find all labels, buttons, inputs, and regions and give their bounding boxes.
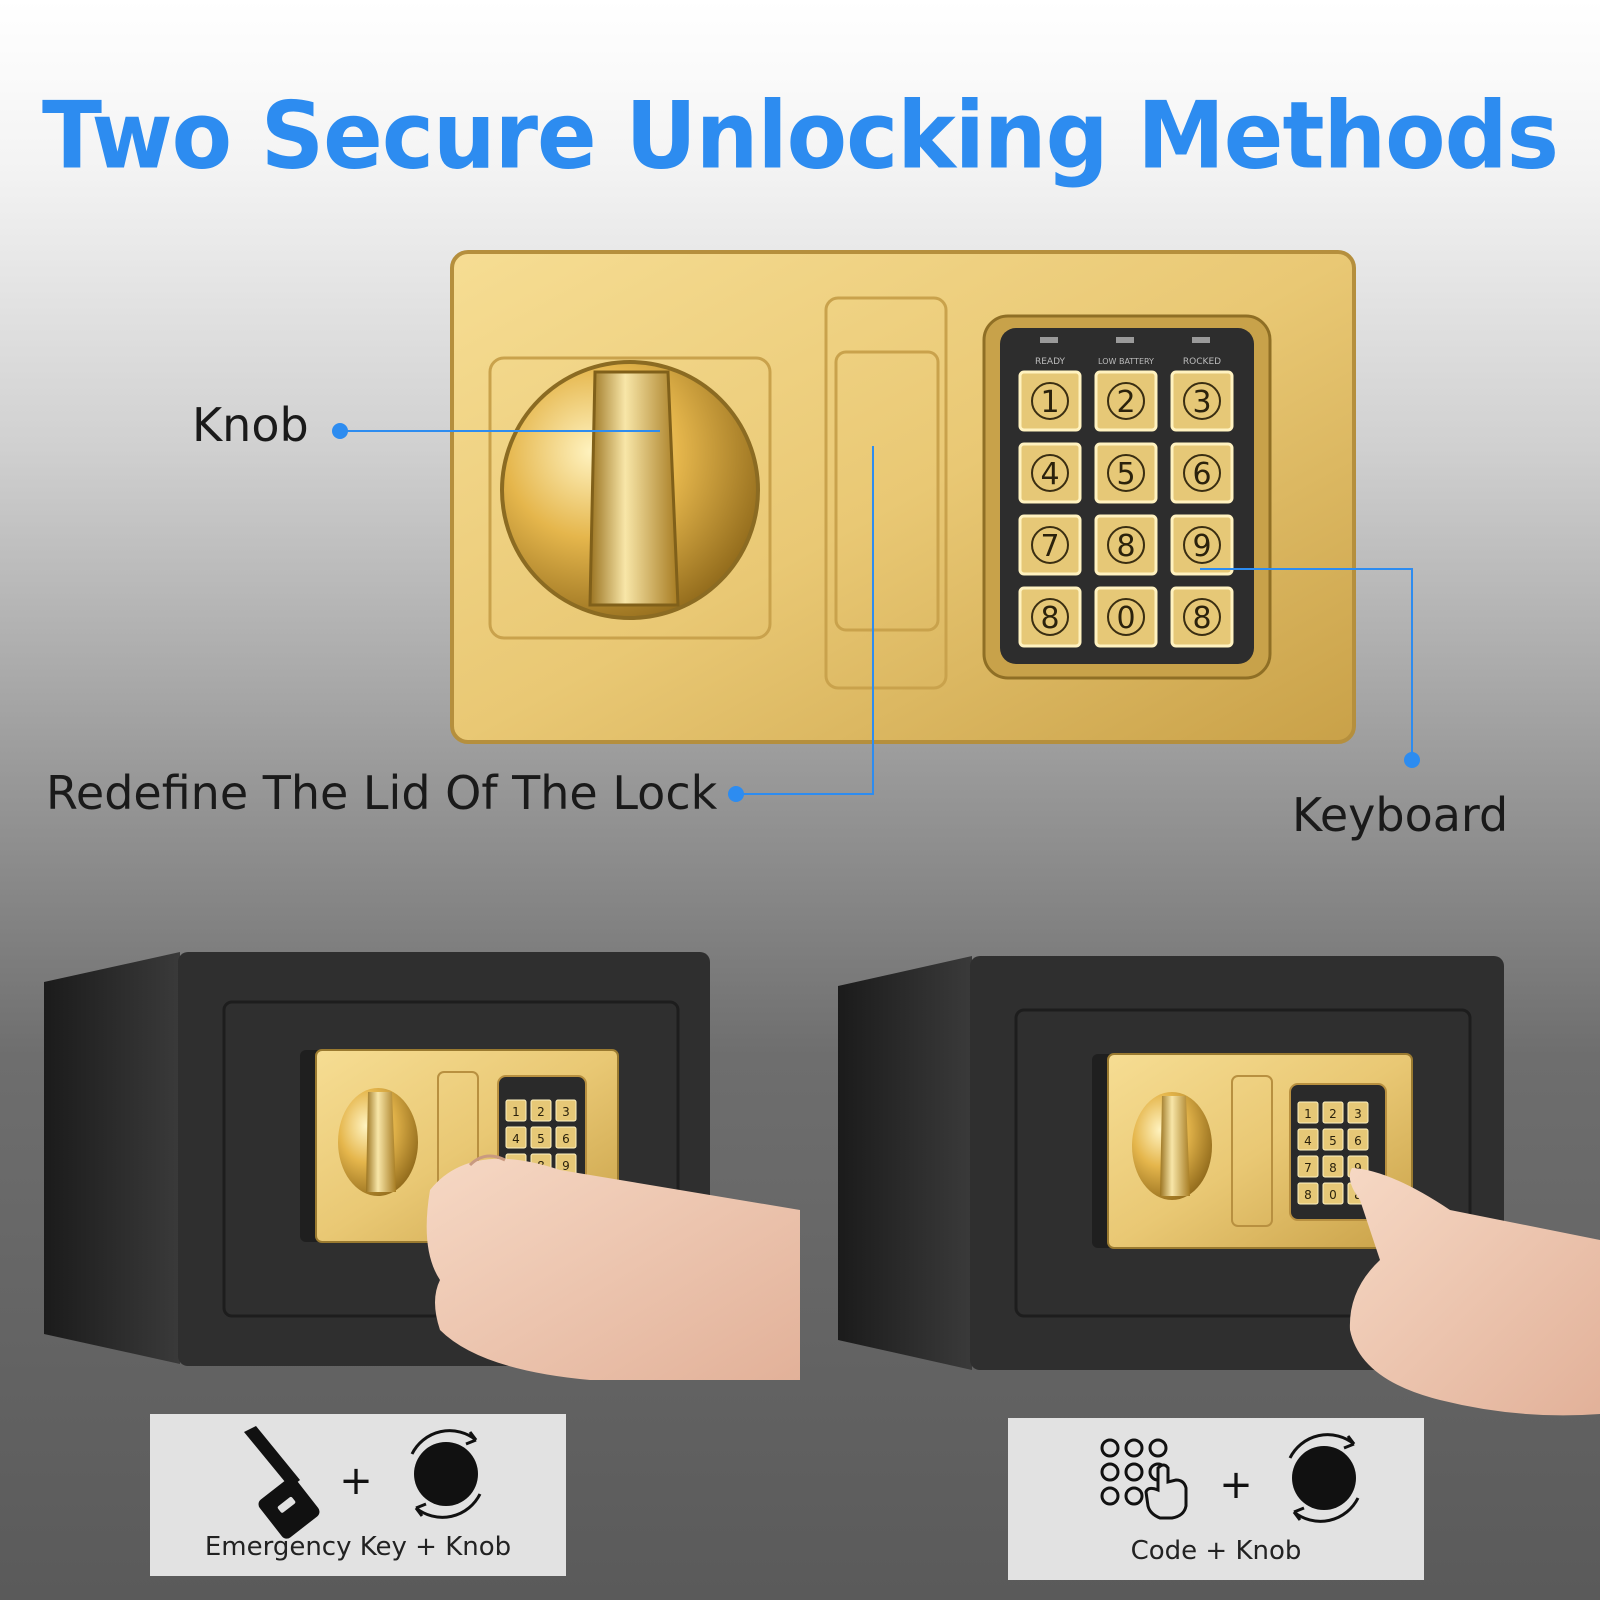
indicator-ready: READY (1035, 357, 1066, 367)
callout-dot-keyboard (1404, 752, 1420, 768)
keypad-key-ring (1183, 526, 1221, 564)
keypad-key-label: 8 (1116, 529, 1135, 564)
keypad-key-label: 8 (1040, 601, 1059, 636)
mini-keypad-key (1322, 1155, 1344, 1178)
mini-keypad-key-label: 2 (1329, 1107, 1337, 1121)
keypad-key-label: 9 (1192, 529, 1211, 564)
mini-keypad-key-label: 5 (537, 1132, 545, 1146)
method-card-key-knob: + Emergency Key + Knob (150, 1414, 566, 1576)
mini-keypad-key (1347, 1101, 1369, 1124)
keypad-key-label: 5 (1116, 457, 1135, 492)
mini-keypad-key (1297, 1101, 1319, 1124)
page-title: Two Secure Unlocking Methods (42, 81, 1559, 190)
mini-keypad-key (1297, 1182, 1319, 1205)
mini-keypad-key (505, 1126, 527, 1149)
keypad-key[interactable] (1094, 514, 1158, 576)
indicator-low-battery: LOW BATTERY (1098, 357, 1154, 366)
keypad-key-label: 2 (1116, 385, 1135, 420)
callout-lines (340, 430, 1413, 795)
keypad-key-ring (1107, 454, 1145, 492)
keypad-key-label: 0 (1116, 601, 1135, 636)
keypad-key-ring (1031, 454, 1069, 492)
keypad-press-icon (1100, 1438, 1188, 1520)
keypad-key-ring (1031, 382, 1069, 420)
keypad-key-label: 3 (1192, 385, 1211, 420)
rotate-knob-icon (410, 1429, 482, 1519)
keypad-key[interactable] (1094, 370, 1158, 432)
mini-keypad-key-label: 1 (512, 1105, 520, 1119)
mini-keypad-key (1322, 1182, 1344, 1205)
mini-keypad-key-label: 5 (1329, 1134, 1337, 1148)
keypad-key-ring (1031, 598, 1069, 636)
mini-keypad-key (505, 1099, 527, 1122)
mini-keypad-key-label: 4 (512, 1132, 520, 1146)
mini-keypad-key-label: 9 (562, 1159, 570, 1173)
mini-keypad-key (1347, 1128, 1369, 1151)
keypad-key[interactable] (1018, 586, 1082, 648)
mini-keypad-key (555, 1126, 577, 1149)
keypad-key[interactable] (1094, 586, 1158, 648)
keypad-key-label: 7 (1040, 529, 1059, 564)
mini-keypad-key-label: 9 (1354, 1161, 1362, 1175)
keypad-key[interactable] (1170, 514, 1234, 576)
mini-keypad-key (530, 1099, 552, 1122)
keypad-key-ring (1107, 526, 1145, 564)
mini-keypad-key-label: 1 (1304, 1107, 1312, 1121)
callout-dot-knob (332, 423, 348, 439)
mini-keypad-key-label: 8 (1304, 1188, 1312, 1202)
plus-sign: + (339, 1458, 373, 1504)
keypad-key[interactable] (1018, 442, 1082, 504)
keypad-key-ring (1031, 526, 1069, 564)
mini-keypad-key (555, 1099, 577, 1122)
mini-keypad-key-label: 8 (1329, 1161, 1337, 1175)
method-caption-key-knob: Emergency Key + Knob (204, 1532, 512, 1562)
keypad-key[interactable] (1094, 442, 1158, 504)
keypad-key-label: 6 (1192, 457, 1211, 492)
mini-keypad-key-label: 4 (1304, 1134, 1312, 1148)
key-icon (244, 1426, 320, 1539)
mini-keypad-key-label: 6 (562, 1132, 570, 1146)
mini-keypad-key (1297, 1155, 1319, 1178)
mini-keypad-key-label: 7 (1304, 1161, 1312, 1175)
knob[interactable] (500, 360, 760, 620)
keypad-key-label: 8 (1192, 601, 1211, 636)
callout-knob: Knob (192, 398, 309, 452)
mini-keypad-key (1322, 1128, 1344, 1151)
mini-keypad-key (1322, 1101, 1344, 1124)
keypad-key-label: 1 (1040, 385, 1059, 420)
mini-keypad-key (530, 1126, 552, 1149)
indicator-rocked: ROCKED (1183, 357, 1221, 367)
keypad-key-ring (1107, 382, 1145, 420)
keypad-key-ring (1183, 382, 1221, 420)
callout-lid: Redefine The Lid Of The Lock (46, 766, 718, 820)
keypad-key[interactable] (1170, 442, 1234, 504)
mini-keypad-key-label: 3 (562, 1105, 570, 1119)
mini-keypad-key-label: 3 (1354, 1107, 1362, 1121)
rotate-knob-icon (1288, 1433, 1360, 1523)
method-caption-code-knob: Code + Knob (1130, 1536, 1302, 1566)
keypad-key[interactable] (1170, 370, 1234, 432)
callout-dot-lid (728, 786, 744, 802)
keypad-key-ring (1107, 598, 1145, 636)
mini-keypad-key-label: 6 (1354, 1134, 1362, 1148)
keypad: READY LOW BATTERY ROCKED 1 2 3 4 5 6 7 8 9 8 0 8 (982, 314, 1272, 680)
keypad-key-label: 4 (1040, 457, 1059, 492)
mini-keypad-key-label: 0 (1329, 1188, 1337, 1202)
mini-keypad-key-label: 2 (537, 1105, 545, 1119)
keypad-key[interactable] (1018, 514, 1082, 576)
method-card-code-knob: + Code + Knob (1008, 1418, 1424, 1580)
callout-keyboard: Keyboard (1292, 788, 1509, 842)
plus-sign: + (1219, 1462, 1253, 1508)
keypad-key-ring (1183, 598, 1221, 636)
keypad-key[interactable] (1018, 370, 1082, 432)
keypad-key-ring (1183, 454, 1221, 492)
mini-keypad-key (1297, 1128, 1319, 1151)
keypad-key[interactable] (1170, 586, 1234, 648)
